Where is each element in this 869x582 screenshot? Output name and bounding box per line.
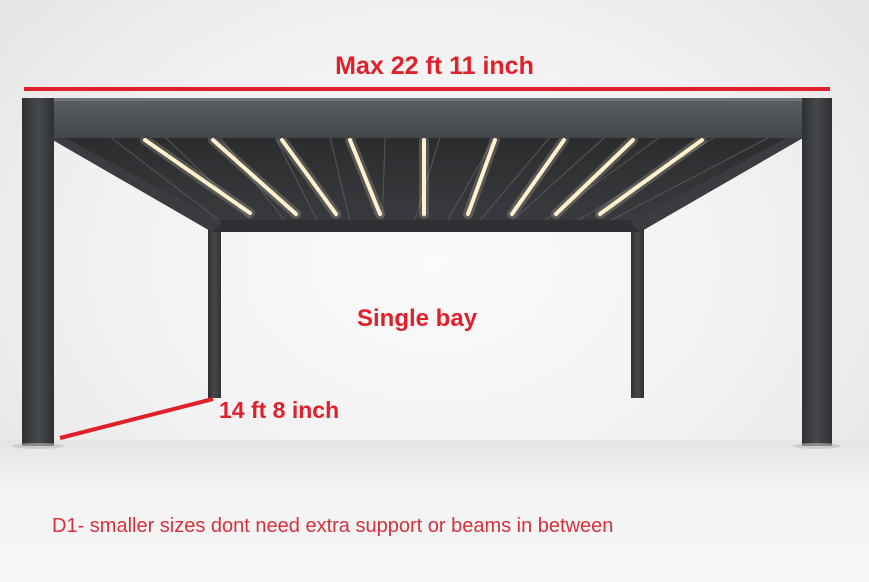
back-right-post	[631, 226, 644, 398]
floor	[0, 440, 869, 582]
single-bay-label: Single bay	[357, 305, 478, 332]
right-side-beam	[630, 135, 808, 232]
front-beam	[22, 98, 832, 138]
support-note: D1- smaller sizes dont need extra suppor…	[52, 515, 614, 537]
depth-dimension-line	[59, 397, 214, 440]
depth-label: 14 ft 8 inch	[219, 397, 340, 423]
back-beam	[212, 220, 640, 232]
front-left-post	[22, 98, 54, 446]
led-light-strips	[143, 138, 704, 216]
front-right-post	[802, 98, 832, 446]
width-label: Max 22 ft 11 inch	[335, 52, 534, 80]
roof-underside	[48, 135, 808, 232]
left-side-beam	[44, 135, 222, 232]
back-left-post	[208, 226, 221, 398]
